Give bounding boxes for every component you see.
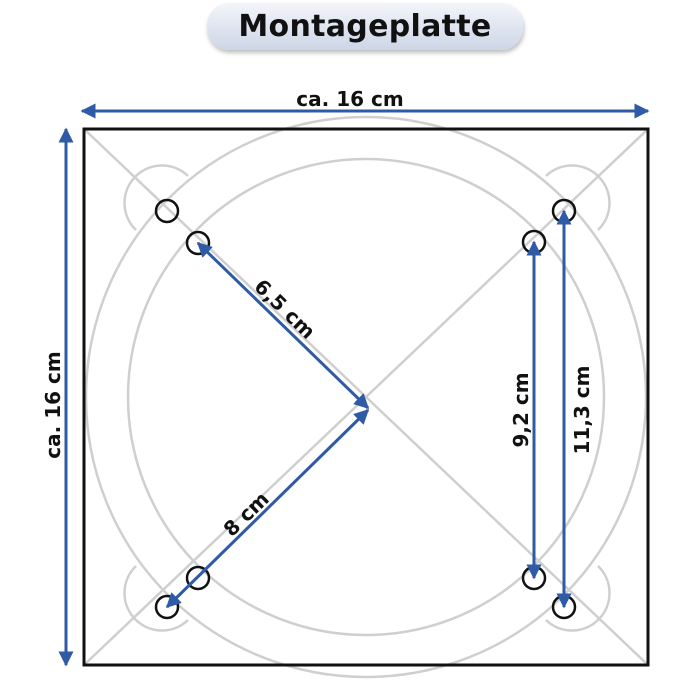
outer-distance-label: 8 cm (219, 487, 274, 541)
height-label: ca. 16 cm (41, 351, 65, 458)
corner-lobe-top-right (545, 164, 611, 231)
inner-guide-circle (126, 157, 606, 637)
plate-outline (82, 127, 650, 667)
page-title: Montageplatte (238, 9, 492, 44)
corner-lobe-bottom-left (123, 565, 189, 632)
hole-outer-top-left (154, 198, 180, 224)
outer-distance-arrow (165, 408, 370, 609)
width-label: ca. 16 cm (296, 87, 403, 111)
corner-lobe-top-left (123, 164, 189, 231)
inner-vertical-label: 9,2 cm (509, 372, 533, 447)
outer-vertical-label: 11,3 cm (570, 365, 594, 454)
title-banner: Montageplatte (207, 3, 523, 50)
corner-lobe-bottom-right (545, 565, 611, 632)
inner-distance-arrow (196, 241, 370, 410)
inner-distance-label: 6,5 cm (250, 274, 321, 343)
